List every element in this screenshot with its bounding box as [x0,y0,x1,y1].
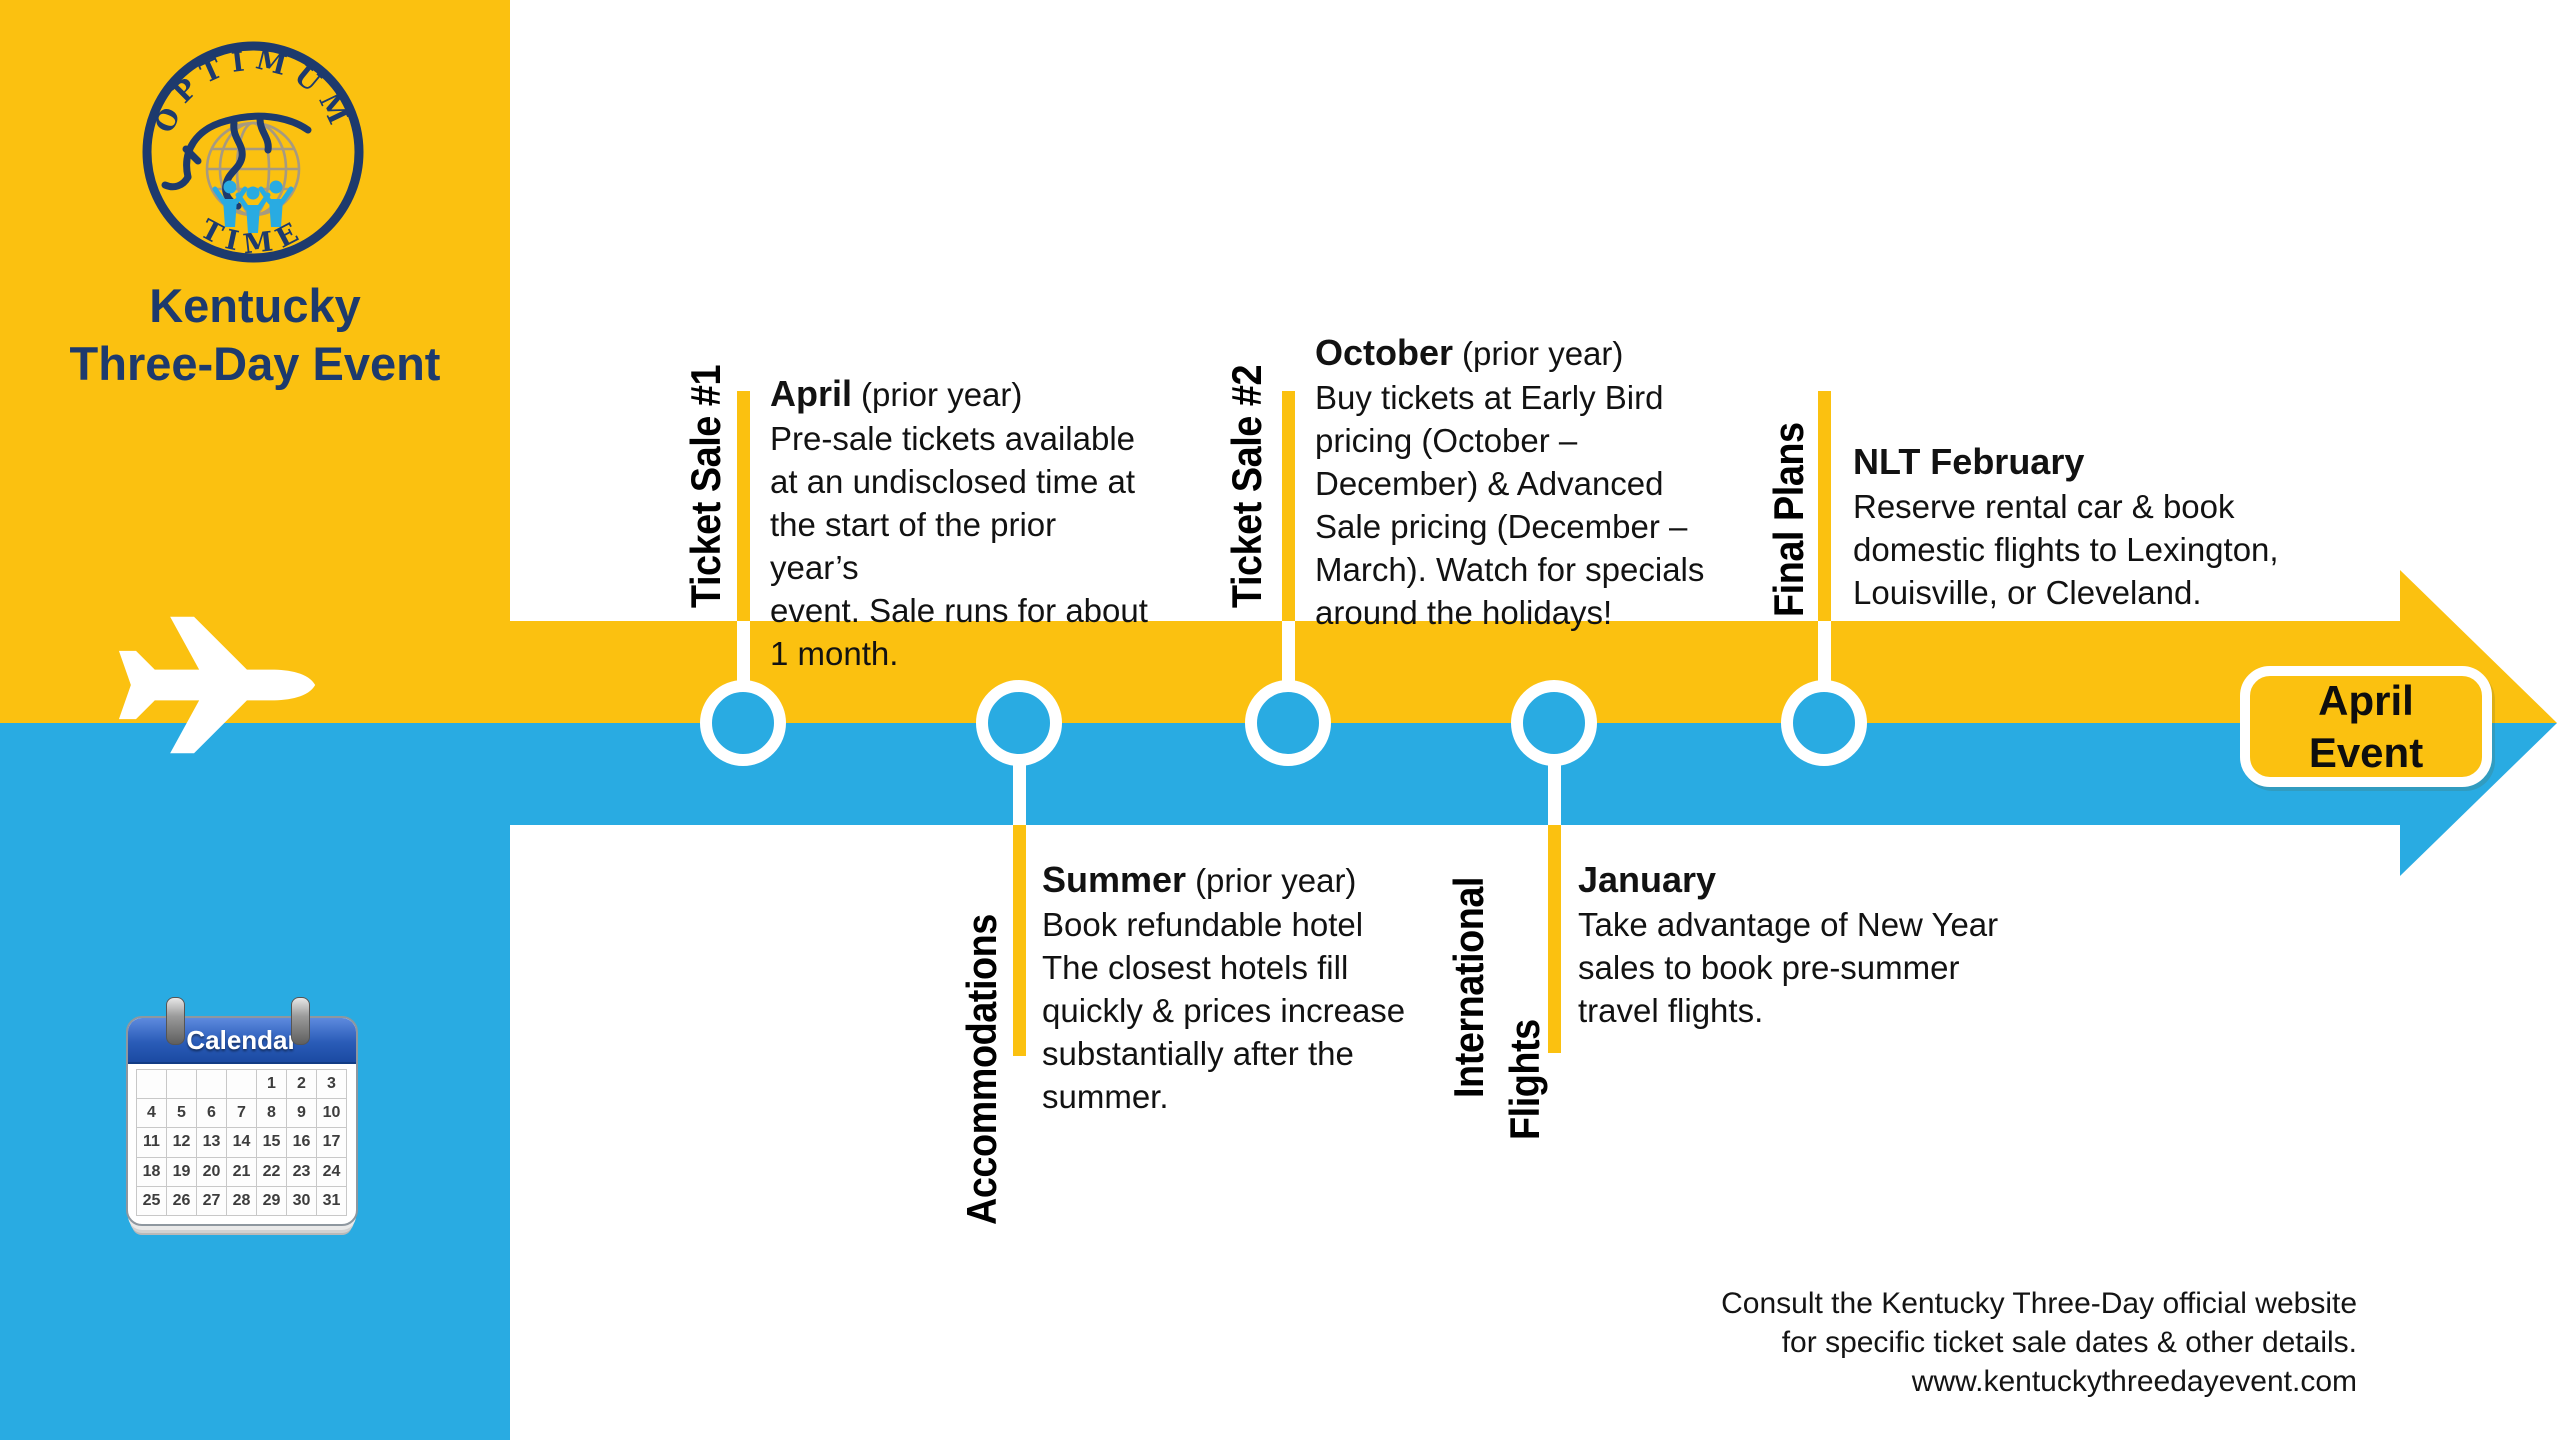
timeline-band-lower [510,723,2404,825]
stalk-ticket-sale-2 [1282,391,1295,621]
calendar-cell: 20 [196,1156,227,1187]
calendar-cell: 25 [136,1185,167,1216]
calendar-cell: 29 [256,1185,287,1216]
calendar-cell: 24 [316,1156,347,1187]
stalk-accommodations [1013,825,1026,1056]
calendar-cell: 9 [286,1098,317,1129]
stalk-ticket-sale-1 [737,391,750,621]
calendar-cell: 15 [256,1127,287,1158]
calendar-cell: 5 [166,1098,197,1129]
calendar-ring-left [166,997,185,1045]
event-title: Kentucky Three-Day Event [0,277,510,393]
milestone-text-ticket-sale-2: October(prior year) Buy tickets at Early… [1315,331,1725,634]
footer-line2: for specific ticket sale dates & other d… [1781,1326,2357,1359]
calendar-cell: 2 [286,1069,317,1100]
people-icon [212,180,294,233]
milestone-heading-note: (prior year) [861,376,1023,413]
milestone-heading-note: (prior year) [1462,335,1624,372]
milestone-label-accommodations: Accommodations [958,914,1005,1225]
event-title-line2: Three-Day Event [69,337,441,390]
stalk-ticket-sale-2-band [1282,621,1295,683]
footer-line1: Consult the Kentucky Three-Day official … [1721,1287,2357,1320]
timeline-node-ticket-sale-1 [700,680,786,766]
calendar-cell: 6 [196,1098,227,1129]
calendar-cell: 4 [136,1098,167,1129]
calendar-cell: 18 [136,1156,167,1187]
milestone-body: Book refundable hotel The closest hotels… [1042,906,1406,1115]
calendar-cell [226,1069,257,1100]
calendar-cell: 7 [226,1098,257,1129]
calendar-cell: 30 [286,1185,317,1216]
milestone-text-ticket-sale-1: April(prior year) Pre-sale tickets avail… [770,372,1150,675]
stalk-international-flights-band [1548,762,1561,825]
milestone-heading: January [1578,859,1717,900]
horse-icon [161,112,312,210]
april-event-badge: April Event [2240,666,2492,787]
calendar-cell [196,1069,227,1100]
calendar-cell: 22 [256,1156,287,1187]
calendar-cell: 19 [166,1156,197,1187]
milestone-heading: April [770,373,853,414]
milestone-label-ticket-sale-2: Ticket Sale #2 [1223,364,1270,608]
stalk-accommodations-band [1013,762,1026,825]
milestone-body: Buy tickets at Early Bird pricing (Octob… [1315,379,1705,631]
calendar-cell: 8 [256,1098,287,1129]
badge-line2: Event [2308,728,2424,776]
milestone-label-international: International [1445,877,1492,1098]
milestone-text-accommodations: Summer(prior year) Book refundable hotel… [1042,858,1442,1118]
footer-website-url: www.kentuckythreedayevent.com [1911,1365,2357,1398]
optimum-time-logo: OPTIMUM TIME [142,41,364,263]
calendar-cell: 1 [256,1069,287,1100]
stalk-ticket-sale-1-band [737,621,750,683]
milestone-body: Pre-sale tickets available at an undiscl… [770,420,1148,672]
logo-ring [142,41,364,263]
calendar-cell: 28 [226,1185,257,1216]
footer-note: Consult the Kentucky Three-Day official … [1721,1284,2357,1401]
calendar-cell: 13 [196,1127,227,1158]
milestone-body: Take advantage of New Year sales to book… [1578,906,1999,1029]
calendar-cell: 12 [166,1127,197,1158]
milestone-heading-note: (prior year) [1195,862,1357,899]
milestone-heading: October [1315,332,1454,373]
milestone-heading: Summer [1042,859,1187,900]
timeline-node-final-plans [1781,680,1867,766]
milestone-label-flights: Flights [1501,1019,1548,1140]
stalk-international-flights [1548,825,1561,1053]
calendar-cell: 27 [196,1185,227,1216]
calendar-cell [166,1069,197,1100]
stalk-final-plans [1818,391,1831,621]
calendar-cell: 14 [226,1127,257,1158]
milestone-body: Reserve rental car & book domestic fligh… [1853,488,2279,611]
sidebar-top-panel [0,0,510,723]
timeline-node-accommodations [976,680,1062,766]
airplane-icon [118,616,316,754]
calendar-cell: 26 [166,1185,197,1216]
calendar-cell: 17 [316,1127,347,1158]
timeline-node-international-flights [1511,680,1597,766]
milestone-label-final-plans: Final Plans [1765,422,1812,617]
calendar-cell [136,1069,167,1100]
timeline-band-upper [510,621,2404,723]
milestone-heading: NLT February [1853,441,2085,482]
calendar-cell: 16 [286,1127,317,1158]
calendar-cell: 10 [316,1098,347,1129]
calendar-cell: 21 [226,1156,257,1187]
calendar-ring-right [291,997,310,1045]
calendar-cell: 11 [136,1127,167,1158]
event-title-line1: Kentucky [149,279,361,332]
milestone-text-final-plans: NLT February Reserve rental car & book d… [1853,440,2303,614]
calendar-cell: 3 [316,1069,347,1100]
milestone-text-international-flights: January Take advantage of New Year sales… [1578,858,2008,1032]
timeline-node-ticket-sale-2 [1245,680,1331,766]
stalk-final-plans-band [1818,621,1831,683]
badge-line1: April [2318,676,2414,724]
calendar-title: Calendar [128,1018,356,1064]
calendar-cell: 23 [286,1156,317,1187]
calendar-cell: 31 [316,1185,347,1216]
milestone-label-ticket-sale-1: Ticket Sale #1 [682,364,729,608]
